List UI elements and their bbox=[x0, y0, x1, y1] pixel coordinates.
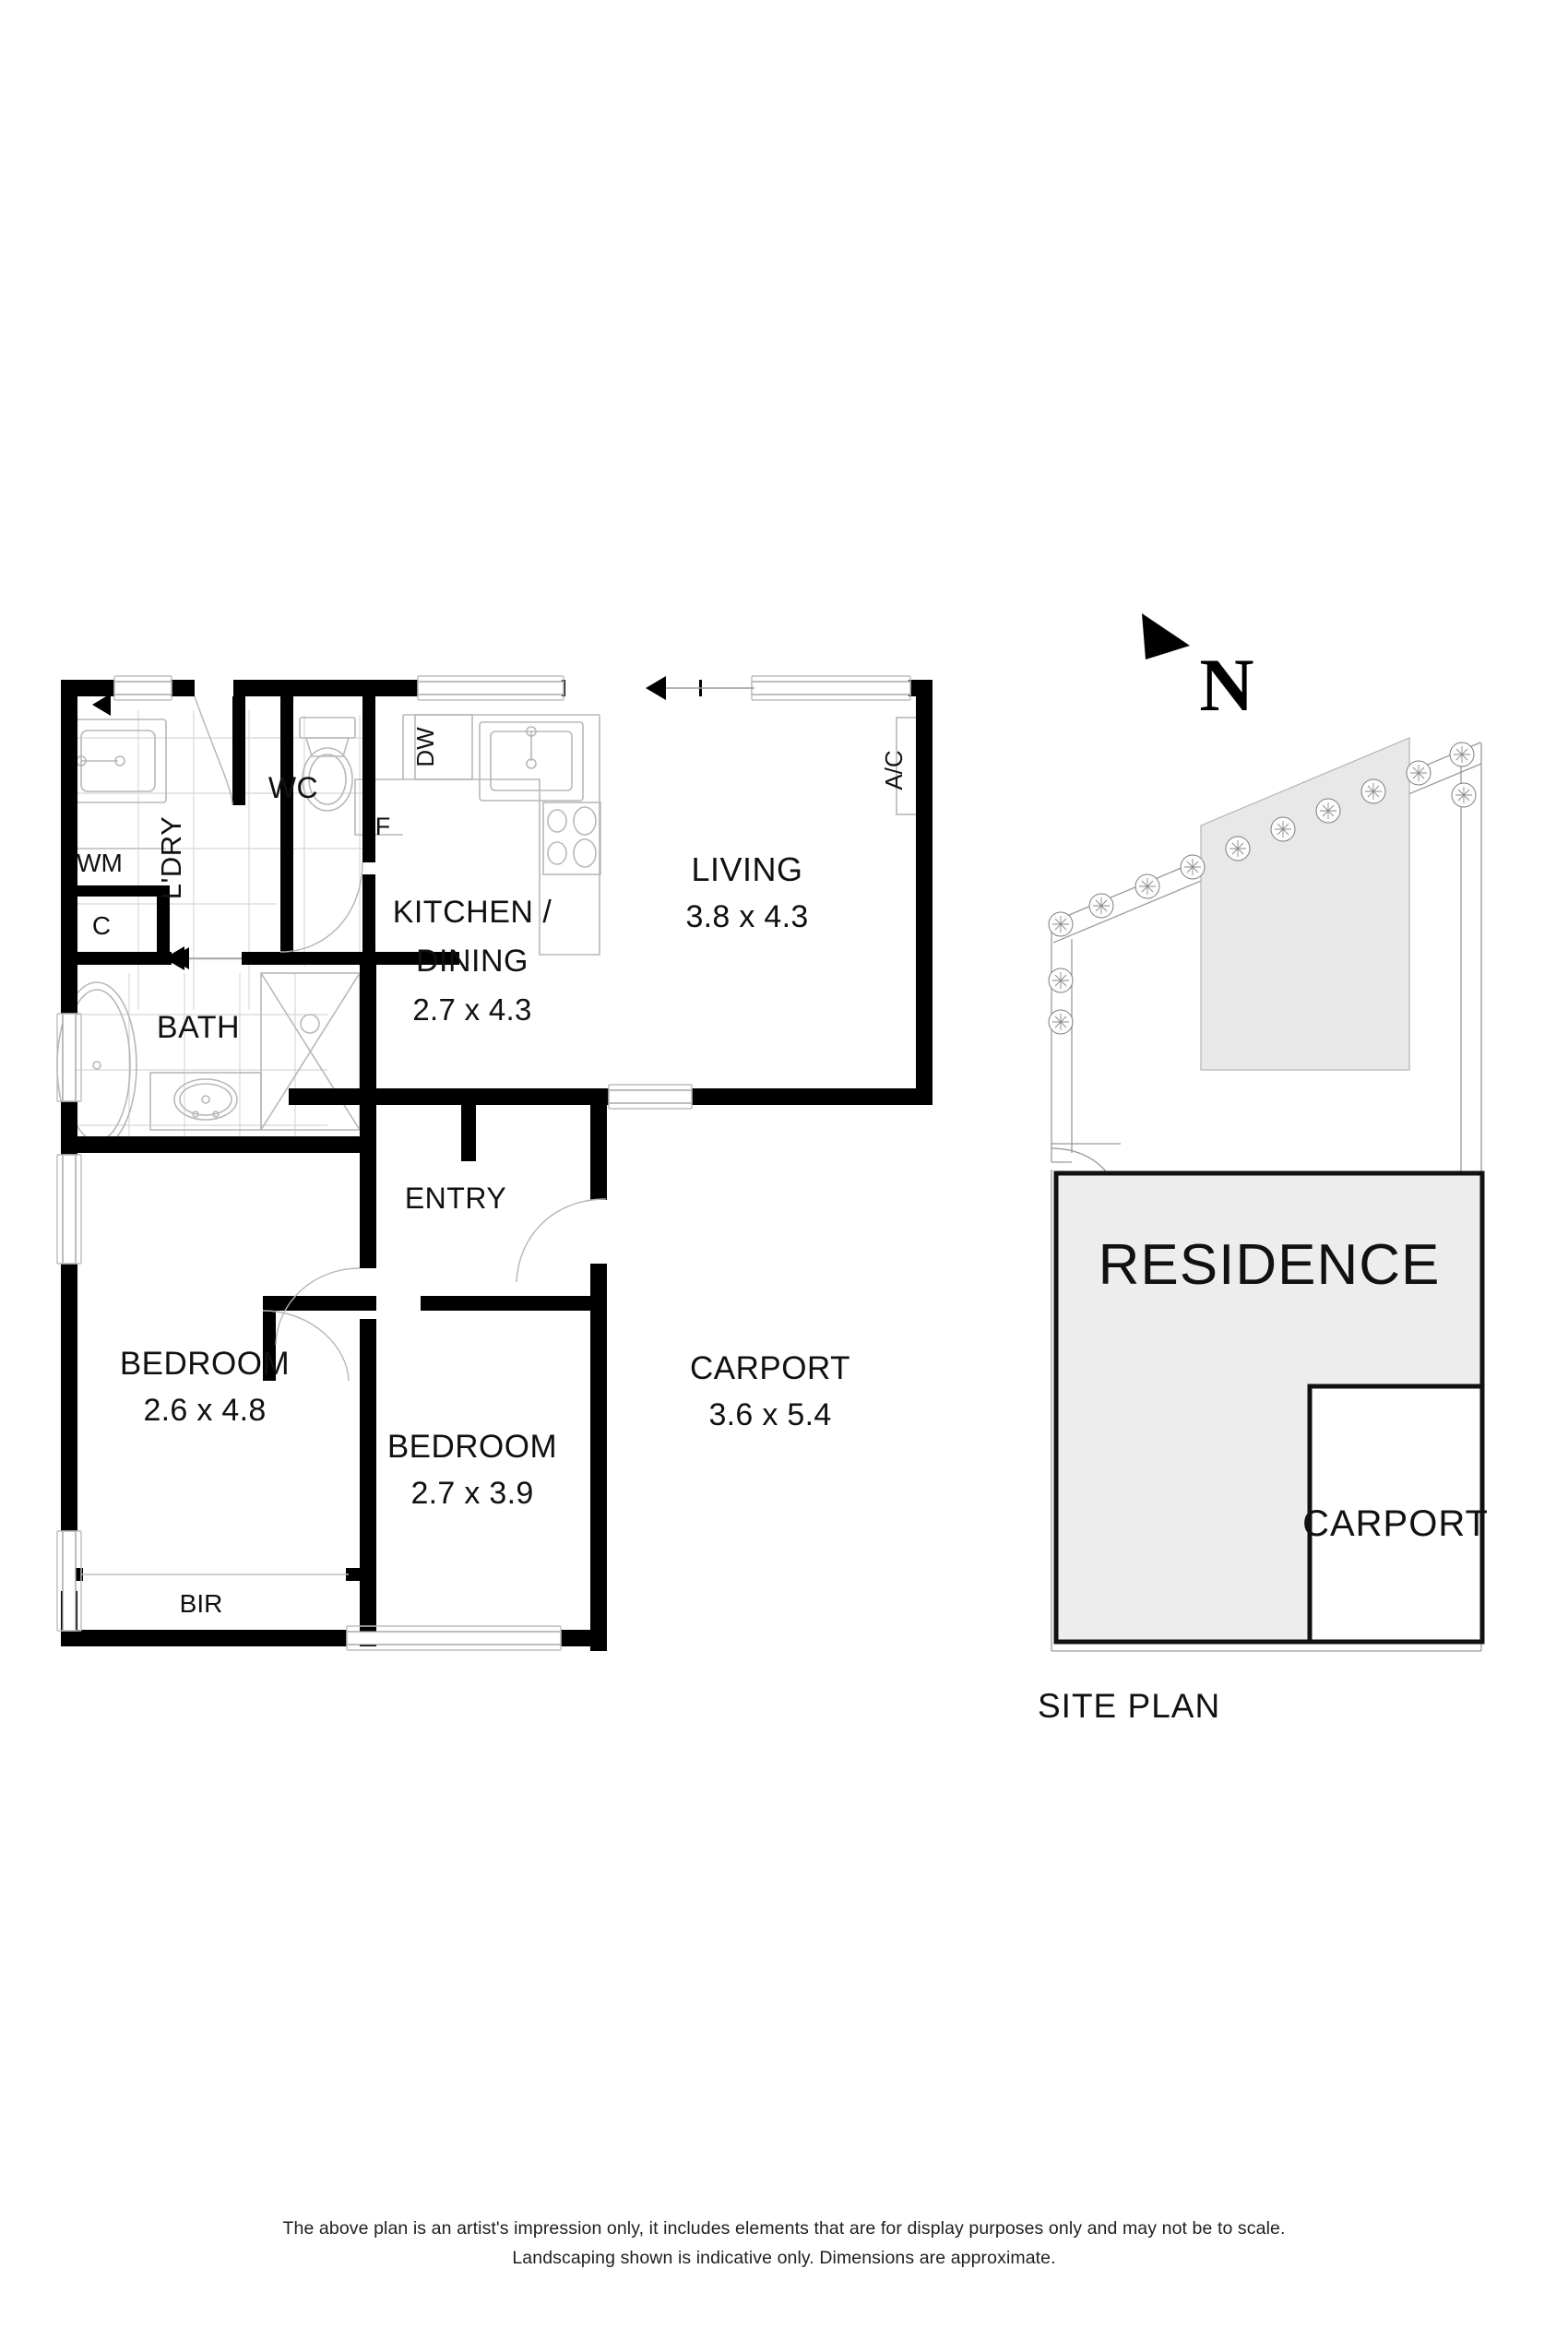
boundary-trees bbox=[1048, 742, 1477, 1035]
disclaimer-line-2: Landscaping shown is indicative only. Di… bbox=[512, 2248, 1056, 2268]
label-carport-name: CARPORT bbox=[690, 1350, 850, 1386]
label-kitchen-name: KITCHEN / bbox=[393, 895, 552, 930]
site-plan-caption: SITE PLAN bbox=[1038, 1687, 1220, 1725]
label-wc-name: WC bbox=[268, 771, 318, 804]
laundry-trough-fixture bbox=[68, 719, 167, 803]
label-washing-machine: WM bbox=[77, 849, 123, 877]
fixture-annotations: WM C DW F A/C BIR bbox=[77, 727, 908, 1618]
site-carport-label: CARPORT bbox=[1302, 1503, 1489, 1544]
north-label: N bbox=[1199, 643, 1253, 727]
cooktop-fixture bbox=[542, 802, 601, 875]
tile-grid-bath bbox=[69, 973, 327, 1153]
label-dishwasher: DW bbox=[411, 727, 439, 767]
dishwasher-fixture bbox=[414, 714, 473, 780]
label-kitchen-name2: DINING bbox=[416, 944, 529, 979]
label-bath-name: BATH bbox=[157, 1010, 240, 1045]
door-swings bbox=[92, 694, 607, 1382]
windows bbox=[56, 675, 911, 1651]
disclaimer-line-1: The above plan is an artist's impression… bbox=[282, 2218, 1286, 2239]
label-fridge: F bbox=[375, 813, 391, 840]
site-residence-label: RESIDENCE bbox=[1099, 1233, 1441, 1297]
label-built-in-robe: BIR bbox=[180, 1589, 223, 1618]
site-carport-block: CARPORT bbox=[1302, 1384, 1489, 1645]
toilet-fixture bbox=[299, 717, 356, 812]
vanity-basin-fixture bbox=[149, 1072, 262, 1131]
label-cupboard: C bbox=[92, 911, 111, 940]
site-residence-block: RESIDENCE bbox=[1053, 1170, 1485, 1645]
label-laundry-name: L'DRY bbox=[155, 816, 187, 900]
room-labels: LIVING 3.8 x 4.3 KITCHEN / DINING 2.7 x … bbox=[120, 771, 850, 1511]
label-entry-name: ENTRY bbox=[405, 1182, 506, 1215]
label-bedroom1-name: BEDROOM bbox=[120, 1346, 290, 1382]
kitchen-sink-fixture bbox=[479, 721, 584, 802]
label-carport-dims: 3.6 x 5.4 bbox=[708, 1397, 831, 1432]
label-living-name: LIVING bbox=[691, 850, 802, 888]
north-arrow-icon: N bbox=[1142, 613, 1254, 727]
label-bedroom1-dims: 2.6 x 4.8 bbox=[143, 1393, 266, 1428]
disclaimer-block: The above plan is an artist's impression… bbox=[0, 2214, 1568, 2273]
label-living-dims: 3.8 x 4.3 bbox=[685, 899, 808, 934]
internal-walls bbox=[61, 696, 607, 1646]
label-bedroom2-dims: 2.7 x 3.9 bbox=[410, 1476, 533, 1511]
label-kitchen-dims: 2.7 x 4.3 bbox=[412, 992, 531, 1027]
shower-fixture bbox=[260, 972, 361, 1131]
label-bedroom2-name: BEDROOM bbox=[387, 1429, 557, 1465]
rear-lawn-area bbox=[1200, 737, 1410, 1071]
label-air-conditioner: A/C bbox=[880, 750, 908, 790]
